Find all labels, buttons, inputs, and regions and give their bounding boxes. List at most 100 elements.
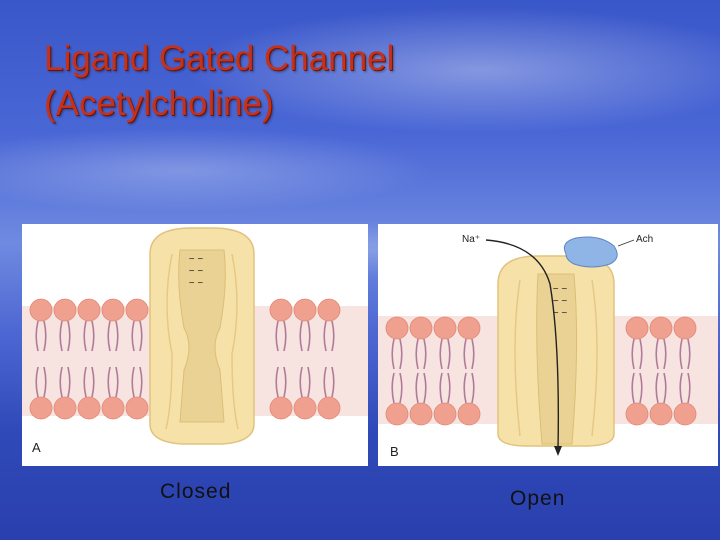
lipid-head (101, 396, 125, 420)
lipid-tail (131, 320, 135, 352)
lipid-head (409, 402, 433, 426)
lipid-head (317, 396, 341, 420)
lipid-head (385, 316, 409, 340)
lipid-head (433, 316, 457, 340)
lipid-head (269, 396, 293, 420)
lipid-tail (447, 372, 451, 404)
lipid-head (673, 402, 697, 426)
lipid-tail (283, 366, 287, 398)
lipid-tail (83, 366, 87, 398)
pore-charge: − − (189, 278, 204, 289)
lipid-tail (631, 372, 635, 404)
lipid-tail (323, 366, 327, 398)
lipid-tail (679, 372, 683, 404)
lipid-tail (115, 320, 119, 352)
lipid-tail (275, 366, 279, 398)
lipid-tail (43, 366, 47, 398)
lipid-tail (59, 366, 63, 398)
lipid-tail (331, 366, 335, 398)
lipid-tail (35, 320, 39, 352)
lipid-tail (655, 372, 659, 404)
lipid-tail (139, 366, 143, 398)
lipid-tail (399, 372, 403, 404)
lipid-head (293, 396, 317, 420)
lipid-tail (391, 338, 395, 370)
lipid-tail (59, 320, 63, 352)
lipid-tail (83, 320, 87, 352)
lipid-head (385, 402, 409, 426)
lipid-tail (399, 338, 403, 370)
open-channel-panel: − − − − − − Ach Na⁺ B (378, 224, 718, 466)
ion-label: Na⁺ (462, 234, 480, 245)
pore-charge: − − (553, 284, 568, 295)
lipid-tail (415, 372, 419, 404)
lipid-head (77, 298, 101, 322)
lipid-head (409, 316, 433, 340)
lipid-tail (91, 366, 95, 398)
channel-pore-closed (178, 249, 226, 423)
lipid-tail (415, 338, 419, 370)
lipid-tail (439, 338, 443, 370)
panel-letter: B (390, 444, 399, 459)
lipid-head (77, 396, 101, 420)
lipid-tail (283, 320, 287, 352)
lipid-tail (655, 338, 659, 370)
lipid-head (673, 316, 697, 340)
lipid-tail (107, 366, 111, 398)
lipid-head (29, 298, 53, 322)
lipid-tail (275, 320, 279, 352)
lipid-head (125, 396, 149, 420)
pore-charge: − − (189, 254, 204, 265)
closed-caption: Closed (160, 480, 232, 503)
lipid-head (293, 298, 317, 322)
ligand-leader-line (617, 239, 635, 247)
lipid-head (649, 316, 673, 340)
lipid-tail (663, 338, 667, 370)
lipid-tail (463, 338, 467, 370)
title-line-2: (Acetylcholine) (44, 84, 274, 123)
lipid-tail (687, 338, 691, 370)
open-channel-diagram: − − − − − − Ach Na⁺ B (378, 234, 718, 459)
lipid-tail (463, 372, 467, 404)
lipid-tail (471, 372, 475, 404)
subunit-edge-right (231, 253, 239, 430)
title-line-1: Ligand Gated Channel (44, 39, 395, 78)
arrowhead-icon (554, 446, 562, 456)
pore-charge: − − (553, 296, 568, 307)
lipid-tail (423, 338, 427, 370)
lipid-tail (639, 372, 643, 404)
lipid-bilayer (385, 316, 697, 426)
lipid-head (649, 402, 673, 426)
lipid-tail (331, 320, 335, 352)
lipid-head (269, 298, 293, 322)
lipid-head (29, 396, 53, 420)
lipid-tail (323, 320, 327, 352)
lipid-tail (43, 320, 47, 352)
lipid-tail (423, 372, 427, 404)
lipid-tail (631, 338, 635, 370)
lipid-tail (131, 366, 135, 398)
lipid-tail (307, 366, 311, 398)
lipid-tail (679, 338, 683, 370)
acetylcholine-ligand (563, 236, 618, 268)
open-caption: Open (510, 487, 566, 510)
lipid-tail (299, 320, 303, 352)
subunit-edge-left (514, 279, 521, 437)
lipid-tail (447, 338, 451, 370)
pore-charge: − − (553, 308, 568, 319)
lipid-head (125, 298, 149, 322)
lipid-tail (67, 320, 71, 352)
lipid-tail (35, 366, 39, 398)
lipid-tail (67, 366, 71, 398)
pore-charge: − − (189, 266, 204, 277)
ligand-label: Ach (636, 234, 653, 245)
lipid-head (101, 298, 125, 322)
lipid-tail (115, 366, 119, 398)
slide-title: Ligand Gated Channel (Acetylcholine) (44, 36, 394, 126)
subunit-edge-right (591, 279, 598, 437)
lipid-tail (307, 320, 311, 352)
lipid-tail (299, 366, 303, 398)
lipid-head (457, 316, 481, 340)
closed-channel-panel: − − − − − − A (22, 224, 368, 466)
lipid-tail (439, 372, 443, 404)
